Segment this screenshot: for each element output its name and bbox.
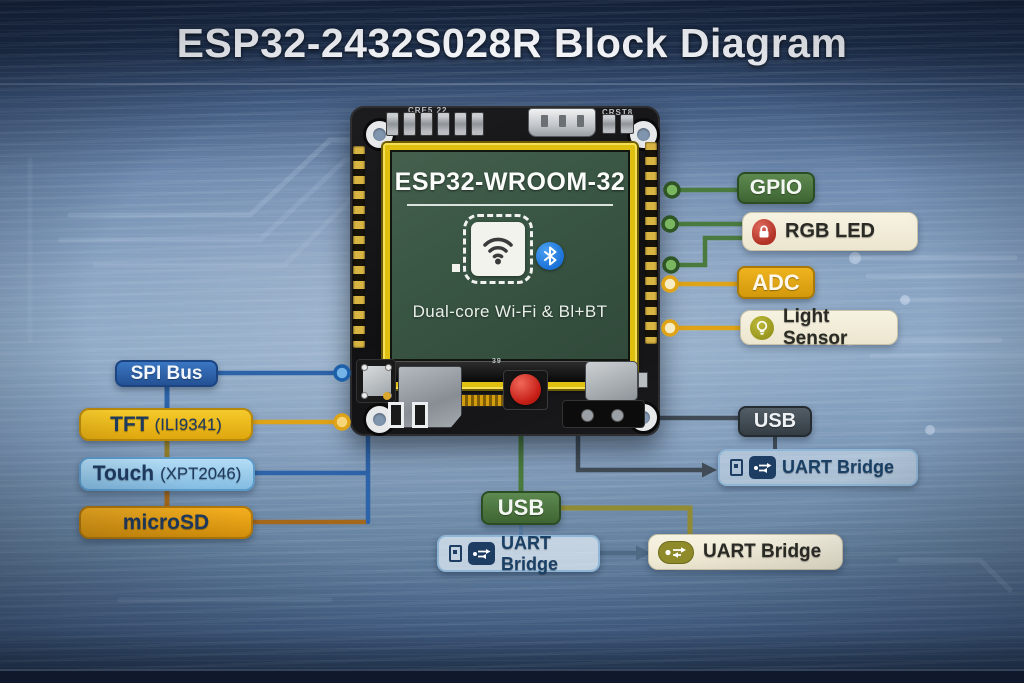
spi-pin-dot <box>333 364 351 382</box>
usb-right-text: USB <box>753 410 797 432</box>
uart-bridge-icon <box>468 542 495 565</box>
board-to-uart-right-line <box>575 433 705 473</box>
pin-header-left <box>353 146 365 348</box>
device-icon <box>730 459 743 476</box>
rgb-pin-dot <box>661 215 679 233</box>
bluetooth-icon <box>536 242 564 270</box>
light-sensor-icon <box>750 315 774 340</box>
uart-arrowhead <box>636 545 651 561</box>
label-usb-right: USB <box>738 406 812 437</box>
label-microsd: microSD <box>79 506 253 539</box>
silkscreen-text: CRE5 22 <box>408 106 448 115</box>
uart-bridge-bottom-right-text: UART Bridge <box>703 541 822 562</box>
light-sensor-text: Light Sensor <box>783 305 848 349</box>
label-spi-bus: SPI Bus <box>115 360 218 387</box>
label-uart-bridge-right: UART Bridge <box>718 449 918 486</box>
microsd-text: microSD <box>122 510 210 534</box>
module-caption: Dual-core Wi-Fi & Bl+BT <box>412 302 608 321</box>
reset-button <box>510 374 541 405</box>
uart-bridge-icon <box>749 456 776 479</box>
page-title: ESP32-2432S028R Block Diagram <box>176 20 848 66</box>
label-uart-bridge-center: UART Bridge <box>437 532 600 574</box>
usb-to-uart-olive-line <box>558 505 693 536</box>
silkscreen-text: CRST8 <box>602 108 634 117</box>
silkscreen-text: 39 <box>492 358 502 365</box>
uart-bridge-olive-icon <box>658 540 694 564</box>
gold-pad <box>383 392 391 400</box>
rgb-pin-dot-2 <box>662 256 680 274</box>
label-uart-bridge-bottom-right: UART Bridge <box>648 534 843 570</box>
pin-header-right <box>645 142 657 344</box>
mounting-hole <box>630 121 657 148</box>
capacitor <box>602 114 616 134</box>
uart-right-arrowhead <box>702 462 717 478</box>
light-sensor-pin-dot <box>661 319 679 337</box>
wifi-icon <box>483 237 513 265</box>
tactile-button <box>356 359 396 403</box>
capacitor <box>420 112 433 136</box>
tft-display: ESP32-WROOM-32 <box>383 143 637 389</box>
tft-screen-content: ESP32-WROOM-32 <box>390 150 630 361</box>
bottom-border <box>0 669 1024 683</box>
rgb-led-icon <box>752 218 776 245</box>
tft-pin-dot <box>333 413 351 431</box>
tft-chip-text: (ILI9341) <box>154 414 222 434</box>
device-icon <box>449 545 462 562</box>
capacitor <box>454 112 467 136</box>
chip-pin-decoration <box>452 264 460 272</box>
rgb-led-text: RGB LED <box>785 220 875 242</box>
capacitor <box>620 114 634 134</box>
rgb-led-line-2 <box>668 235 745 268</box>
gpio-text: GPIO <box>749 176 803 199</box>
microsd-slot <box>398 366 462 428</box>
tft-text: TFT <box>110 412 149 436</box>
usb-bottom-text: USB <box>497 495 545 520</box>
label-gpio: GPIO <box>737 172 815 204</box>
capacitor <box>386 112 399 136</box>
label-tft: TFT (ILI9341) <box>79 408 253 441</box>
uart-bridge-center-text: UART Bridge <box>501 532 559 574</box>
esp32-board: CRE5 22 CRST8 ESP32-WROOM-32 <box>350 106 660 436</box>
capacitor <box>437 112 450 136</box>
regulator-tab <box>638 372 648 388</box>
regulator-chip <box>585 361 638 401</box>
uart-bridge-right-text: UART Bridge <box>782 457 894 477</box>
label-light-sensor: Light Sensor <box>740 306 898 349</box>
gpio-pin-dot <box>663 181 681 199</box>
bottom-connector <box>562 400 645 428</box>
header-divider <box>0 83 1024 85</box>
adc-pin-dot <box>661 275 679 293</box>
label-rgb-led: RGB LED <box>742 212 918 251</box>
label-usb-bottom: USB <box>481 491 561 525</box>
spi-bus-text: SPI Bus <box>130 362 203 384</box>
touch-chip-text: (XPT2046) <box>160 464 242 483</box>
module-name: ESP32-WROOM-32 <box>394 168 626 196</box>
label-adc: ADC <box>737 266 815 299</box>
capacitor <box>403 112 416 136</box>
touch-text: Touch <box>92 462 155 485</box>
module-divider <box>407 204 613 206</box>
capacitor <box>471 112 484 136</box>
adc-text: ADC <box>752 269 800 295</box>
esp32-chip-icon <box>463 214 533 284</box>
solder-pads <box>388 402 430 430</box>
top-connector <box>528 108 596 137</box>
label-touch: Touch (XPT2046) <box>79 457 255 491</box>
